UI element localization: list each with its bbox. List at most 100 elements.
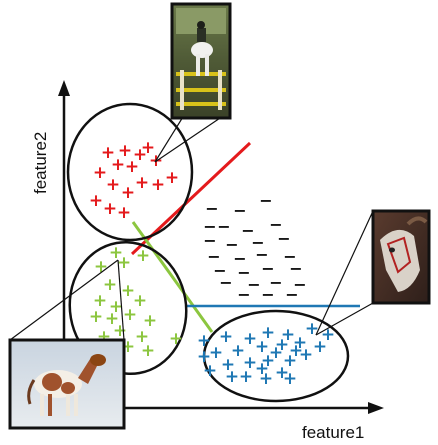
black-point-marker: − [269, 273, 282, 292]
blue-point-marker: + [219, 327, 233, 347]
blue-point-marker: + [281, 325, 295, 345]
green-point-marker: + [136, 246, 150, 266]
black-point-marker: − [233, 249, 246, 268]
black-point-marker: − [261, 285, 274, 304]
blue-point-marker: + [255, 359, 269, 379]
blue-point-marker: + [275, 363, 289, 383]
blue-point-marker: + [225, 367, 239, 387]
red-point-marker: + [121, 183, 135, 203]
black-point-marker: − [251, 233, 264, 252]
blue-point-marker: + [305, 319, 319, 339]
black-point-marker: − [241, 221, 254, 240]
black-point-marker: − [255, 245, 268, 264]
blue-point-marker: + [243, 353, 257, 373]
red-point-marker: + [165, 168, 179, 188]
green-point-marker: + [103, 275, 117, 295]
blue-point-marker: + [289, 341, 303, 361]
blue-point-marker: + [261, 351, 275, 371]
green-point-marker: + [94, 257, 108, 277]
red-cluster-points: ++++++++++++++++ [89, 138, 179, 223]
red-point-marker: + [125, 157, 139, 177]
black-point-marker: − [261, 259, 274, 278]
red-point-marker: + [151, 175, 165, 195]
blue-point-marker: + [231, 341, 245, 361]
blue-point-marker: + [239, 367, 253, 387]
green-decision-boundary [131, 221, 214, 333]
black-point-marker: − [285, 285, 298, 304]
black-point-marker: − [217, 217, 230, 236]
horse-jumping-photo-icon [170, 2, 232, 120]
green-point-marker: + [143, 311, 157, 331]
black-point-marker: − [277, 229, 290, 248]
red-point-marker: + [106, 175, 120, 195]
blue-point-marker: + [221, 355, 235, 375]
green-point-marker: + [105, 309, 119, 329]
black-point-marker: − [259, 191, 272, 210]
blue-point-marker: + [269, 343, 283, 363]
green-point-marker: + [89, 307, 103, 327]
black-point-marker: − [203, 231, 216, 250]
green-point-marker: + [141, 341, 155, 361]
black-point-marker: − [293, 275, 306, 294]
green-point-marker: + [121, 281, 135, 301]
green-cluster-boundary [68, 240, 188, 376]
blue-point-marker: + [283, 369, 297, 389]
blue-point-marker: + [261, 323, 275, 343]
black-point-marker: − [205, 199, 218, 218]
green-point-marker: + [109, 297, 123, 317]
black-point-marker: − [269, 215, 282, 234]
green-point-marker: + [109, 243, 123, 263]
x-axis-label: feature1 [302, 423, 364, 442]
black-point-marker: − [247, 275, 260, 294]
red-point-marker: + [101, 143, 115, 163]
green-point-marker: + [133, 291, 147, 311]
green-point-marker: + [93, 291, 107, 311]
black-cluster-points: −−−−−−−−−−−−−−−−−−−−−−−−−− [203, 191, 306, 304]
blue-cluster-points: ++++++++++++++++++++++++++++ [197, 319, 335, 389]
red-point-marker: + [118, 141, 132, 161]
black-point-marker: − [225, 235, 238, 254]
red-point-marker: + [89, 191, 103, 211]
red-point-marker: + [111, 155, 125, 175]
blue-point-marker: + [197, 331, 211, 351]
black-point-marker: − [203, 217, 216, 236]
red-point-marker: + [103, 199, 117, 219]
red-point-marker: + [135, 173, 149, 193]
black-point-marker: − [207, 247, 220, 266]
red-point-marker: + [93, 163, 107, 183]
horse-head-leader-lines [315, 210, 374, 336]
blue-point-marker: + [209, 343, 223, 363]
blue-point-marker: + [313, 337, 327, 357]
black-point-marker: − [237, 285, 250, 304]
red-point-marker: + [141, 138, 155, 158]
red-point-marker: + [133, 145, 147, 165]
green-point-marker: + [123, 305, 137, 325]
y-axis-label: feature2 [31, 132, 50, 194]
green-point-marker: + [117, 253, 131, 273]
blue-point-marker: + [255, 337, 269, 357]
pinto-pony-photo-icon [8, 338, 126, 430]
blue-point-marker: + [275, 335, 289, 355]
black-point-marker: − [289, 259, 302, 278]
rider-leader-lines [154, 111, 230, 163]
blue-point-marker: + [197, 347, 211, 367]
blue-point-marker: + [293, 333, 307, 353]
black-point-marker: − [233, 201, 246, 220]
blue-point-marker: + [243, 329, 257, 349]
black-point-marker: − [237, 263, 250, 282]
blue-point-marker: + [203, 361, 217, 381]
red-cluster-boundary [66, 102, 194, 242]
blue-point-marker: + [259, 369, 273, 389]
horse-head-photo-icon [371, 209, 431, 305]
blue-cluster-boundary [202, 309, 350, 403]
green-point-marker: + [135, 327, 149, 347]
green-point-marker: + [169, 329, 183, 349]
black-point-marker: − [213, 261, 226, 280]
blue-point-marker: + [283, 351, 297, 371]
blue-point-marker: + [299, 345, 313, 365]
black-point-marker: − [283, 247, 296, 266]
pony-leader-lines [9, 259, 125, 341]
black-point-marker: − [219, 273, 232, 292]
red-point-marker: + [117, 203, 131, 223]
